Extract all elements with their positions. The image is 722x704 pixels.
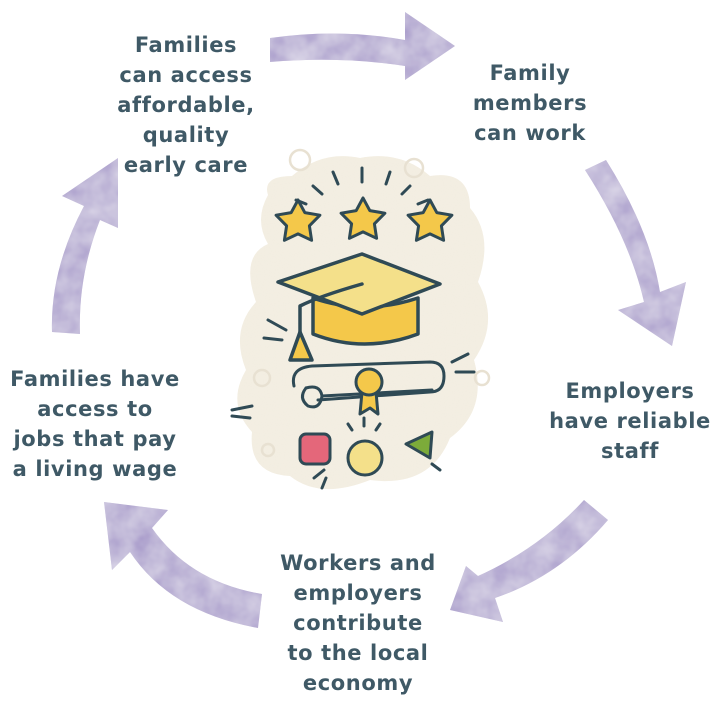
node-living-wage-label: Families have access to jobs that pay a … xyxy=(10,367,180,481)
circle-shape-icon xyxy=(346,439,384,477)
square-shape-icon xyxy=(298,432,332,466)
star-icon xyxy=(406,198,454,242)
star-icon xyxy=(274,198,322,242)
star-icon xyxy=(339,196,387,240)
node-reliable-staff-label: Employers have reliable staff xyxy=(549,379,711,463)
arrow-access-care-to-family-work xyxy=(270,12,455,80)
node-local-economy-label: Workers and employers contribute to the … xyxy=(280,551,436,695)
graduation-cap-illustration xyxy=(230,148,491,490)
arrow-living-wage-to-access-care xyxy=(51,158,119,334)
arrow-family-work-to-reliable-staff xyxy=(585,160,686,346)
node-access-care-label: Families can access affordable, quality … xyxy=(117,33,255,177)
arrow-reliable-staff-to-local-economy xyxy=(450,500,608,622)
node-family-work-label: Family members can work xyxy=(472,61,588,145)
arrow-local-economy-to-living-wage xyxy=(104,502,262,628)
triangle-shape-icon xyxy=(404,430,434,460)
